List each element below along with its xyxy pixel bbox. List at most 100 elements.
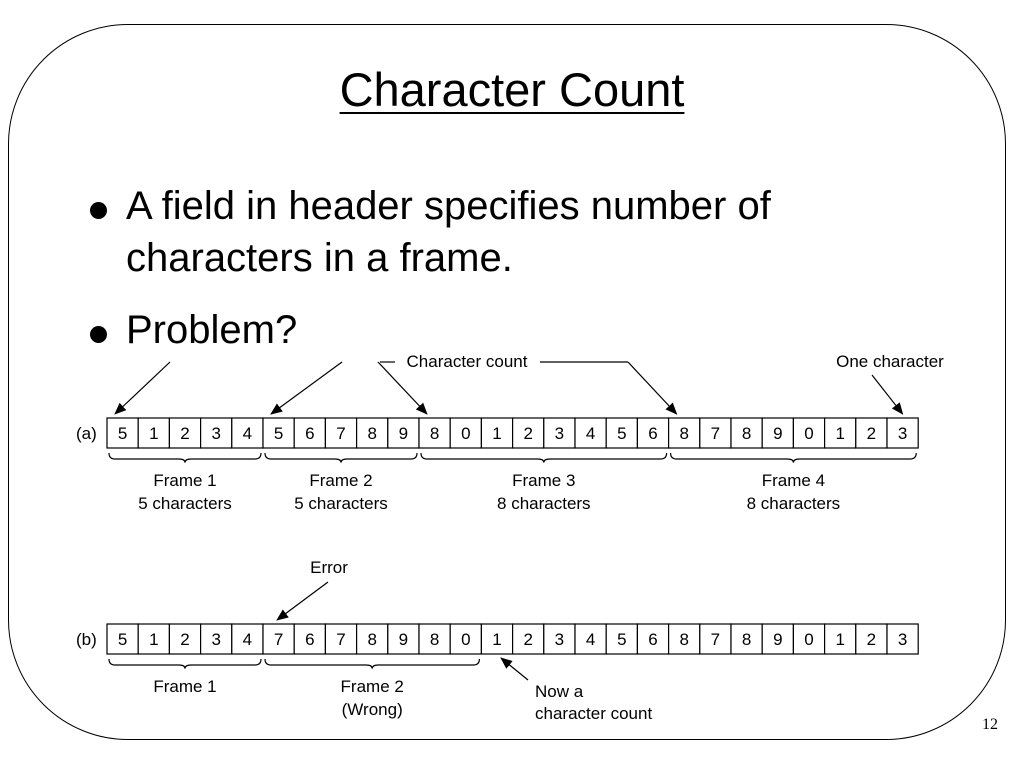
error-arrow <box>276 581 329 621</box>
row-b-cell-value: 7 <box>274 630 283 649</box>
row-b-cell <box>387 623 420 655</box>
row-a-cell <box>449 417 483 449</box>
row-b-frame-brace <box>264 658 480 669</box>
row-a-cell <box>262 417 295 449</box>
bullet-text: A field in header specifies number of ch… <box>126 184 771 280</box>
row-b-cell <box>418 623 451 655</box>
bullet-dot-icon <box>90 326 107 343</box>
row-a-cell-value: 3 <box>555 424 564 443</box>
row-a-cell <box>636 417 670 449</box>
row-b-cell <box>886 623 919 655</box>
row-b-cell-value: 8 <box>367 630 376 649</box>
row-b-cell-value: 2 <box>180 630 189 649</box>
row-b-cell <box>106 623 139 655</box>
row-b-cell <box>855 623 888 655</box>
row-a-frame-name: Frame 3 <box>512 471 575 490</box>
row-a-cell-value: 8 <box>679 424 688 443</box>
row-b-cell-value: 2 <box>867 630 876 649</box>
row-a-cell-value: 0 <box>461 424 470 443</box>
row-a-cell-value: 4 <box>243 424 252 443</box>
row-a-cell-value: 7 <box>336 424 345 443</box>
bullet-item: Problem? <box>86 304 946 356</box>
row-b-cell-value: 8 <box>679 630 688 649</box>
row-a-cell-value: 3 <box>898 424 907 443</box>
now-count-label: Now a <box>535 682 584 701</box>
row-a-cell-value: 5 <box>274 424 283 443</box>
now-count-label: character count <box>535 704 652 723</box>
row-a-cell-value: 9 <box>399 424 408 443</box>
row-b-cell <box>574 623 607 655</box>
row-a-cell-value: 5 <box>617 424 626 443</box>
row-b-cell <box>200 623 233 655</box>
row-a-cell-value: 2 <box>523 424 532 443</box>
row-a-cell <box>231 417 264 449</box>
row-b-cell <box>667 623 701 655</box>
character-count-arrow <box>270 361 343 415</box>
row-b-cell-value: 1 <box>492 630 501 649</box>
row-a-cell-value: 9 <box>773 424 782 443</box>
row-a-cell-value: 2 <box>180 424 189 443</box>
row-b-frame-name: Frame 1 <box>153 677 216 696</box>
row-a-cell-value: 1 <box>149 424 158 443</box>
row-a-cell <box>886 417 919 449</box>
row-b-label: (b) <box>76 630 97 649</box>
row-a-frame-brace <box>108 452 262 463</box>
row-b-frame-name: Frame 2 <box>341 677 404 696</box>
row-a-label: (a) <box>76 424 97 443</box>
error-label: Error <box>310 558 348 577</box>
row-a-cell <box>823 417 857 449</box>
one-character-arrow <box>871 374 904 415</box>
row-a-cell <box>543 417 576 449</box>
row-a-cell-value: 8 <box>430 424 439 443</box>
row-b-cell-value: 5 <box>118 630 127 649</box>
row-b-cell-value: 7 <box>336 630 345 649</box>
row-b-cell <box>792 623 826 655</box>
row-b-cell-value: 8 <box>742 630 751 649</box>
row-a-frame-name: Frame 1 <box>153 471 216 490</box>
row-b-cell-value: 3 <box>898 630 907 649</box>
row-b-cell-value: 7 <box>711 630 720 649</box>
row-b-cell-value: 0 <box>804 630 813 649</box>
character-count-arrow <box>627 361 678 415</box>
row-b-cell-value: 2 <box>523 630 532 649</box>
row-a-cell-value: 4 <box>586 424 595 443</box>
row-a-cell <box>418 417 451 449</box>
row-b-cell <box>699 623 732 655</box>
row-b-cell-value: 0 <box>461 630 470 649</box>
row-b-cell-value: 9 <box>399 630 408 649</box>
one-character-label: One character <box>836 352 944 371</box>
bullet-item: A field in header specifies number of ch… <box>86 180 946 284</box>
row-a-frame-name: Frame 2 <box>309 471 372 490</box>
slide-frame <box>8 24 1006 740</box>
row-a-cell <box>387 417 420 449</box>
bullet-list: A field in header specifies number of ch… <box>86 180 946 376</box>
row-b-cell-value: 8 <box>430 630 439 649</box>
row-b-cell-value: 6 <box>648 630 657 649</box>
row-a-cell <box>293 417 327 449</box>
row-a-cell-value: 1 <box>835 424 844 443</box>
character-count-arrow <box>377 361 428 415</box>
row-a-cell <box>792 417 826 449</box>
row-a-cell <box>574 417 607 449</box>
row-a-frame-name: Frame 4 <box>762 471 825 490</box>
row-a-frame-detail: 8 characters <box>497 494 591 513</box>
row-b-cell-value: 3 <box>211 630 220 649</box>
bullet-dot-icon <box>90 202 107 219</box>
character-count-label: Character count <box>407 352 528 371</box>
row-a-frame-detail: 8 characters <box>747 494 841 513</box>
row-b-cell-value: 4 <box>586 630 595 649</box>
row-a-cell-value: 0 <box>804 424 813 443</box>
row-b-cell-value: 3 <box>555 630 564 649</box>
row-a-cell <box>855 417 888 449</box>
row-a-cell-value: 8 <box>367 424 376 443</box>
row-a-cell-value: 7 <box>711 424 720 443</box>
row-a-frame-detail: 5 characters <box>294 494 388 513</box>
row-b-cell <box>168 623 202 655</box>
row-b-frame-detail: (Wrong) <box>342 700 403 719</box>
row-a-cell <box>356 417 389 449</box>
row-a-cell <box>511 417 545 449</box>
row-b-cell <box>324 623 358 655</box>
row-a-cell <box>699 417 732 449</box>
row-a-cell-value: 6 <box>648 424 657 443</box>
row-a-frame-brace <box>264 452 418 463</box>
